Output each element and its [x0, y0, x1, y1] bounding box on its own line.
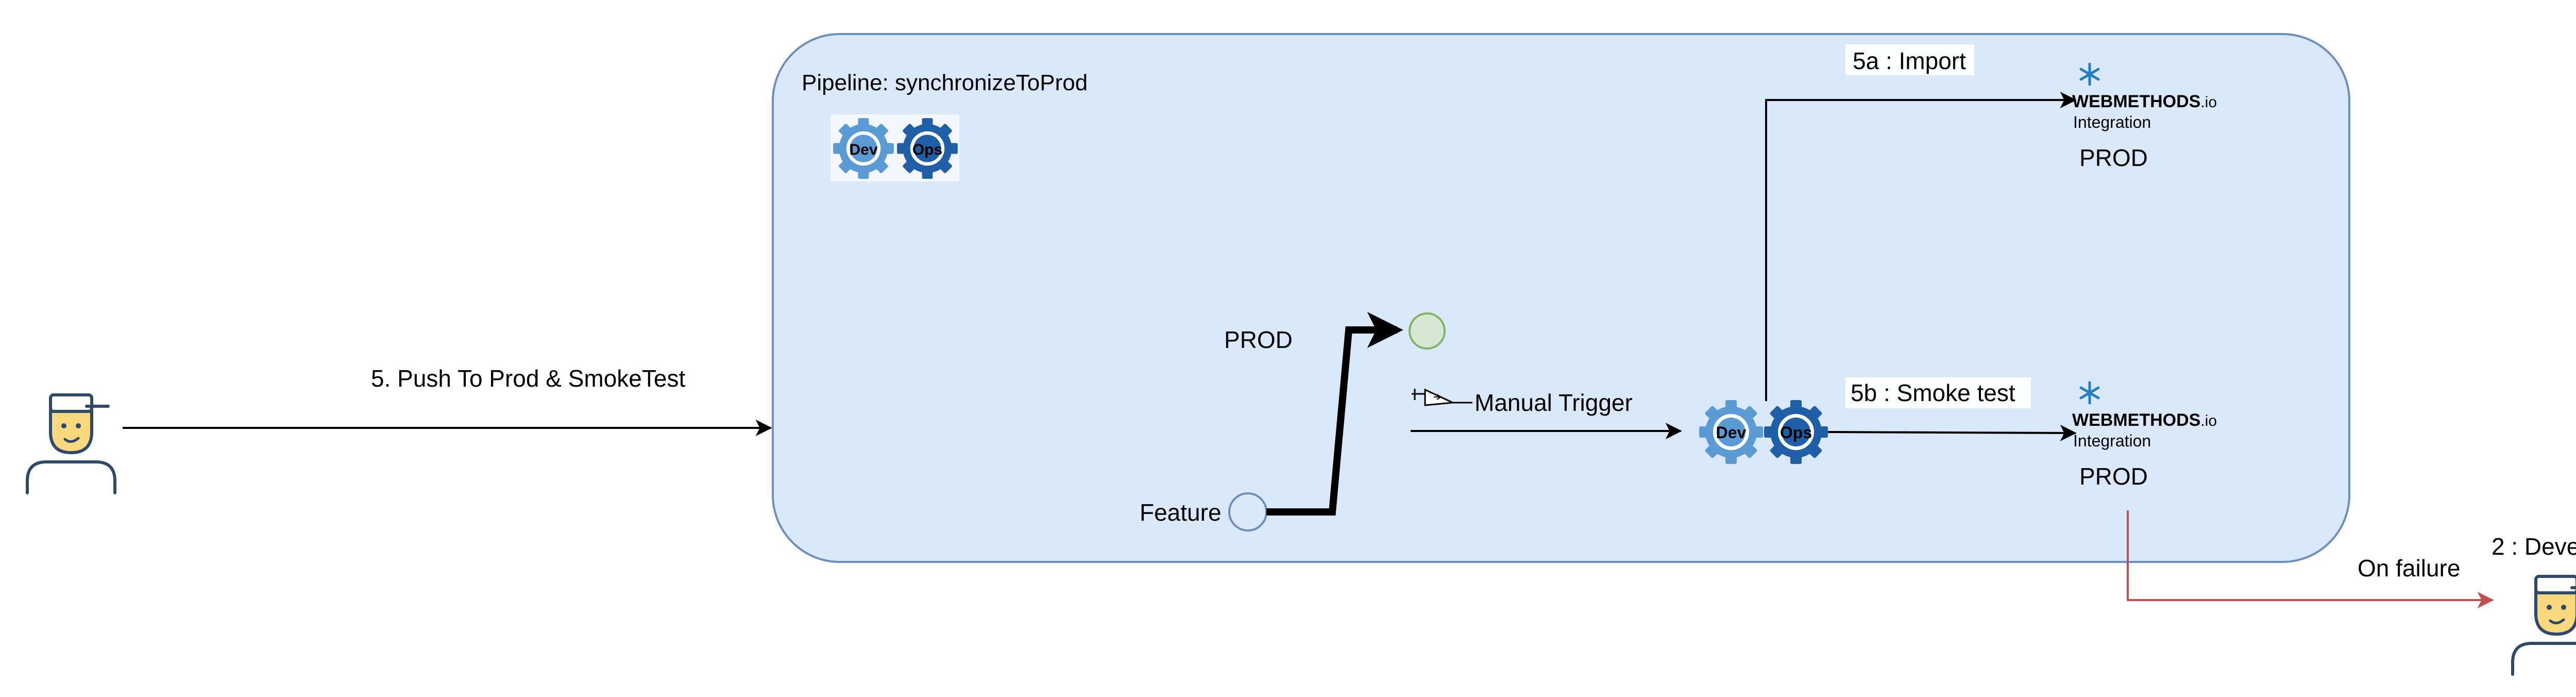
devops-gears-icon: Dev Ops	[831, 114, 959, 181]
manual-trigger-label: Manual Trigger	[1475, 389, 1633, 416]
developer-actor-icon	[2513, 576, 2576, 674]
dev-gear-label: Dev	[849, 141, 877, 158]
webmethods-env: PROD	[2079, 144, 2148, 171]
webmethods-brand: WEBMETHODS.io	[2072, 92, 2217, 111]
on-failure-edge	[2127, 510, 2494, 608]
webmethods-subtitle: Integration	[2073, 113, 2151, 131]
ops-gear-label: Ops	[912, 141, 942, 158]
webmethods-brand: WEBMETHODS.io	[2072, 410, 2217, 430]
smoke-test-edge	[1827, 424, 2077, 441]
devops-runner-icon: Dev Ops	[1699, 400, 1828, 464]
webmethods-prod-target-bottom: WEBMETHODS.io Integration PROD	[2072, 383, 2217, 490]
on-failure-label: On failure	[2358, 555, 2460, 582]
feature-state-label: Feature	[1140, 499, 1222, 526]
manual-trigger-icon	[1412, 388, 1472, 406]
pipeline-title: Pipeline: synchronizeToProd	[802, 70, 1088, 95]
prod-state-label: PROD	[1224, 326, 1293, 353]
runner-ops-label: Ops	[1780, 423, 1812, 442]
prod-state-circle	[1409, 312, 1446, 350]
smoke-test-edge-label: 5b : Smoke test	[1851, 379, 2015, 406]
runner-dev-label: Dev	[1716, 423, 1747, 442]
webmethods-env: PROD	[2079, 463, 2148, 490]
webmethods-subtitle: Integration	[2073, 432, 2151, 450]
import-edge-label: 5a : Import	[1853, 47, 1966, 74]
push-edge-label: 5. Push To Prod & SmokeTest	[371, 365, 685, 392]
webmethods-prod-target-top: WEBMETHODS.io Integration PROD	[2072, 64, 2217, 171]
pipeline-container	[772, 33, 2350, 563]
user-actor-icon	[27, 395, 115, 493]
import-edge	[1765, 92, 2077, 401]
feature-to-prod-transition	[1266, 312, 1403, 516]
feature-state-circle	[1228, 492, 1267, 532]
develop-actor-label: 2 : Develop	[2492, 533, 2576, 560]
